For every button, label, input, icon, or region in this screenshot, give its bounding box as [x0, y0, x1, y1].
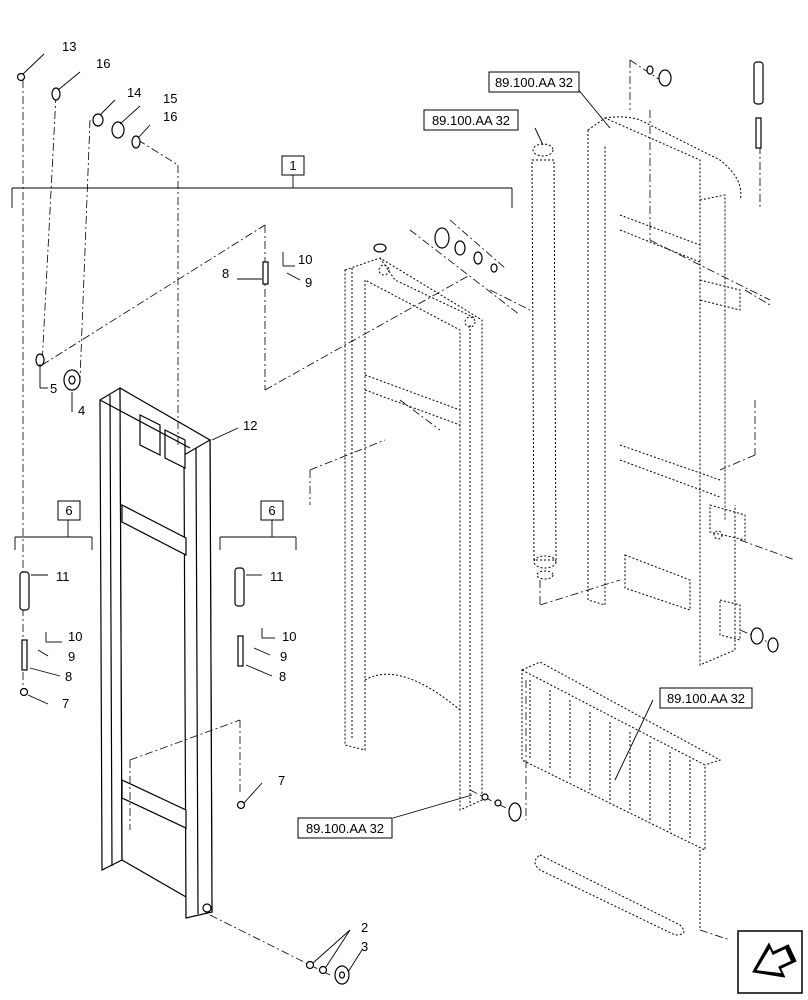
- item-11-right: 11: [270, 569, 284, 584]
- reference-box-backrest[interactable]: 89.100.AA 32: [659, 687, 753, 709]
- item-15: 15: [163, 91, 177, 106]
- svg-text:89.100.AA 32: 89.100.AA 32: [306, 821, 384, 836]
- group-callout-6-left: 6: [57, 500, 81, 521]
- lift-cylinder: [531, 143, 557, 580]
- item-11-left: 11: [56, 569, 70, 584]
- item-5: 5: [50, 381, 57, 396]
- small-parts: [16, 61, 779, 985]
- item-8-left: 8: [65, 669, 72, 684]
- reference-box-top-right[interactable]: 89.100.AA 32: [488, 71, 580, 93]
- item-13: 13: [62, 39, 76, 54]
- item-3: 3: [361, 939, 368, 954]
- svg-text:89.100.AA 32: 89.100.AA 32: [432, 113, 510, 128]
- item-7-left: 7: [62, 696, 69, 711]
- svg-text:6: 6: [268, 503, 275, 518]
- svg-text:6: 6: [65, 503, 72, 518]
- group-callout-1: 1: [281, 155, 305, 176]
- item-16b: 16: [163, 109, 177, 124]
- outer-mast: [99, 386, 213, 919]
- item-10-left: 10: [68, 629, 82, 644]
- item-9-left: 9: [68, 649, 75, 664]
- item-16a: 16: [96, 56, 110, 71]
- carriage-frame: [587, 116, 746, 666]
- inner-mast: [344, 257, 483, 811]
- svg-text:1: 1: [289, 158, 296, 173]
- leader-lines: [22, 53, 654, 973]
- reference-box-cylinder[interactable]: 89.100.AA 32: [423, 109, 519, 131]
- item-10-right: 10: [282, 629, 296, 644]
- svg-text:89.100.AA 32: 89.100.AA 32: [495, 75, 573, 90]
- item-8-right: 8: [279, 669, 286, 684]
- load-backrest: [521, 661, 722, 936]
- item-12: 12: [243, 418, 257, 433]
- svg-text:89.100.AA 32: 89.100.AA 32: [667, 691, 745, 706]
- next-page-arrow-icon[interactable]: [737, 930, 803, 994]
- item-9-top: 9: [305, 275, 312, 290]
- reference-box-inner-mast[interactable]: 89.100.AA 32: [297, 817, 393, 839]
- item-9-right: 9: [280, 649, 287, 664]
- group-brackets: [11, 175, 513, 550]
- item-14: 14: [127, 85, 141, 100]
- item-numbers: 13 16 14 15 16 10 8 9 5 4 12 11 10 9 8 7…: [50, 39, 368, 954]
- item-2: 2: [361, 920, 368, 935]
- item-4: 4: [78, 403, 85, 418]
- item-8-top: 8: [222, 266, 229, 281]
- group-callout-6-right: 6: [260, 500, 284, 521]
- item-7-right: 7: [278, 773, 285, 788]
- item-10-top: 10: [298, 252, 312, 267]
